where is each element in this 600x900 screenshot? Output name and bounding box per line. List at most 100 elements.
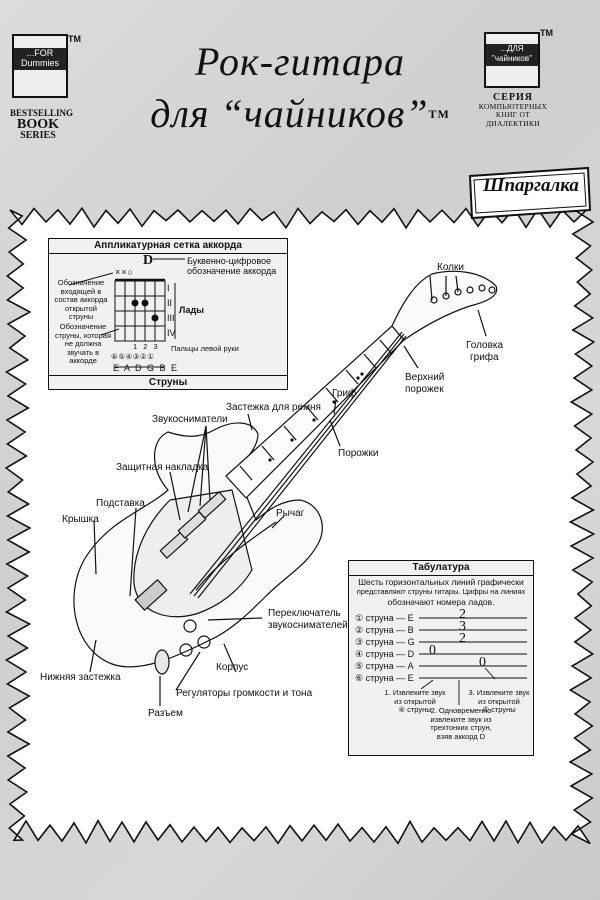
page-title: Рок-гитара для “чайников”TM [140, 36, 460, 140]
fret-num-1: I [167, 283, 170, 293]
logo-right-tm: TM [540, 28, 553, 38]
tab-note-1: 1. Извлеките звук из открытой ④ струны [379, 688, 451, 715]
label-pickups: Звукосниматели [152, 414, 228, 425]
title-line1: Рок-гитара [195, 39, 405, 84]
tab-string-4: ④ струна — D [355, 649, 415, 659]
finger-numbers: 1 2 3 [133, 342, 160, 351]
bestselling-line2: BOOK [16, 117, 59, 132]
strings-label: Струны [49, 375, 287, 389]
chord-name-desc-1: Буквенно-цифровое [187, 256, 272, 266]
dlya-chainikov-logo: ...ДЛЯ "чайников" [484, 32, 540, 88]
fingers-label: Пальцы левой руки [171, 344, 239, 353]
open-desc-4: струны [68, 312, 94, 321]
open-desc-3: открытой [65, 303, 97, 313]
label-selector-1: Переключатель [268, 608, 341, 619]
tab-note-2: 2. Одновременно извлеките звук из трехто… [425, 706, 497, 741]
tab-string-6: ⑥ струна — E [355, 673, 414, 683]
tab-note-1-line-1: из открытой [394, 696, 436, 706]
bestselling-line3: SERIES [20, 130, 56, 141]
series-line1: СЕРИЯ [493, 92, 533, 103]
label-frets: Порожки [338, 448, 379, 459]
title-line2: для “чайников” [150, 91, 429, 136]
tablature-box: Табулатура Шесть горизонтальных линий гр… [348, 560, 534, 756]
tab-note-2-line-2: трехтонких струн, [430, 723, 492, 732]
label-nut-2: порожек [405, 384, 444, 395]
chord-name: D [143, 253, 154, 268]
tab-lines [419, 617, 527, 705]
cheat-sheet-tag: Шпаргалка [466, 166, 592, 220]
tab-note-2-line-1: извлеките звук из [430, 714, 492, 724]
bestselling-book-series: BESTSELLING BOOK SERIES [10, 108, 74, 141]
label-strap-button: Застежка для ремня [226, 402, 321, 413]
top-string-marks: ××○ [115, 267, 134, 277]
tab-string-5: ⑤ струна — A [355, 661, 414, 671]
label-cover: Крышка [62, 514, 99, 525]
muted-desc-3: звучать в [66, 347, 100, 357]
label-headstock-2: грифа [470, 352, 499, 363]
fret-num-4: IV [167, 328, 176, 338]
tab-number-2: 3 [459, 619, 466, 634]
tab-number-1: 2 [459, 607, 466, 622]
tab-number-3: 2 [459, 631, 466, 646]
muted-string-desc: Обозначение струны, которая не должна зв… [53, 322, 113, 366]
for-dummies-logo: ...FOR Dummies [12, 34, 68, 98]
tab-desc-0: Шесть горизонтальных линий графически [358, 577, 524, 587]
label-bottom-strap: Нижняя застежка [40, 672, 121, 683]
string-letters: E A D G B E [113, 363, 179, 373]
label-selector-2: звукоснимателей [268, 620, 348, 631]
tab-string-2: ② струна — B [355, 625, 414, 635]
cheat-tag-shape [468, 166, 592, 220]
tab-note-3-line-2: ⑤ струны [482, 705, 516, 714]
label-nut-1: Верхний [405, 372, 445, 383]
tab-number-5: 0 [479, 655, 486, 670]
frets-label: Лады [179, 305, 204, 315]
tab-number-4: 0 [429, 643, 436, 658]
tablature-desc: Шесть горизонтальных линий графически пр… [353, 577, 529, 607]
tab-desc-2: обозначают номера ладов. [387, 597, 495, 607]
open-desc-2: состав аккорда [54, 295, 108, 304]
logo-right-line2: "чайников" [492, 54, 532, 63]
muted-desc-1: струны, которая [54, 330, 112, 340]
label-knobs: Регуляторы громкости и тона [176, 688, 313, 699]
label-jack: Разъем [148, 708, 183, 719]
string-circles: ⑥⑤④③②① [111, 352, 155, 361]
chord-diagram-title: Аппликатурная сетка аккорда [49, 239, 287, 254]
label-bridge: Подставка [96, 498, 145, 509]
logo-left-line1: ...FOR [26, 48, 54, 58]
tab-string-1: ① струна — E [355, 613, 414, 623]
chord-grid-drawing [68, 258, 185, 368]
tablature-title: Табулатура [349, 561, 533, 576]
logo-left-tm: TM [68, 34, 81, 44]
open-desc-1: входящей в [60, 286, 102, 296]
tab-string-3: ③ струна — G [355, 637, 415, 647]
tab-desc-1: представляют струны гитары. Цифры на лин… [356, 587, 526, 596]
logo-right-line1: ...ДЛЯ [500, 44, 524, 53]
title-tm: TM [428, 107, 450, 121]
tab-note-2-line-0: 2. Одновременно [430, 706, 492, 715]
tab-note-2-line-3: взяв аккорд D [436, 731, 486, 741]
muted-desc-2: не должна [64, 339, 102, 348]
bestselling-line1: BESTSELLING [10, 108, 74, 118]
muted-desc-4: аккорде [69, 356, 97, 365]
series-line4: ДИАЛЕКТИКИ [485, 118, 541, 128]
series-caption: СЕРИЯ КОМПЬЮТЕРНЫХ КНИГ ОТ ДИАЛЕКТИКИ [474, 92, 552, 128]
tab-note-3-line-0: 3. Извлеките звук [468, 688, 530, 697]
fret-num-2: II [167, 298, 173, 308]
series-line3: КНИГ ОТ [495, 110, 531, 119]
series-line2: КОМПЬЮТЕРНЫХ [478, 101, 548, 111]
logo-left-line2: Dummies [20, 58, 59, 68]
open-string-desc: Обозначение входящей в состав аккорда от… [53, 278, 109, 322]
label-pegs: Колки [437, 262, 464, 273]
chord-name-desc-2: обозначение аккорда [187, 266, 277, 276]
open-desc-0: Обозначение [57, 278, 105, 287]
muted-desc-0: Обозначение [59, 322, 107, 331]
chord-diagram-box: Аппликатурная сетка аккорда [48, 238, 288, 390]
cheat-sheet-label: Шпаргалка [483, 175, 579, 196]
label-neck: Гриф [332, 388, 357, 399]
label-body: Корпус [216, 662, 249, 673]
tab-note-1-line-2: ④ струны [398, 705, 432, 714]
label-whammy: Рычаг [276, 508, 305, 519]
tab-note-3-line-1: из открытой [478, 696, 520, 706]
